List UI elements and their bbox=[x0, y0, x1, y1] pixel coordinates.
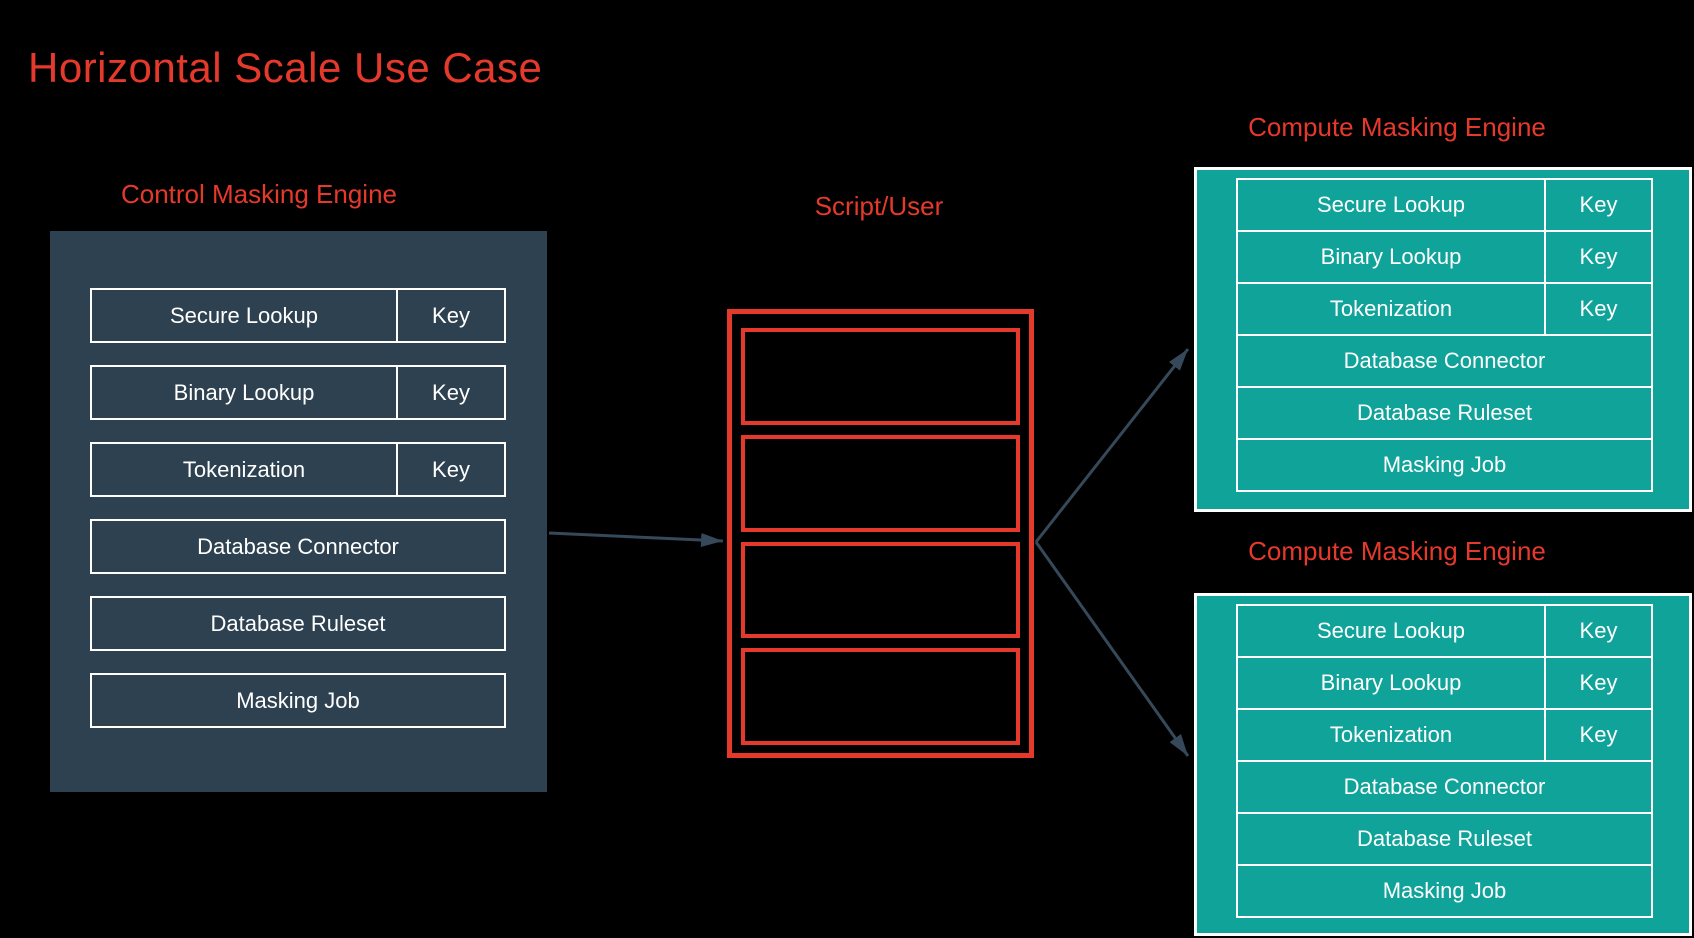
engine-row: Binary Lookup Key bbox=[1238, 658, 1651, 710]
arrow-script-to-compute-1 bbox=[1034, 348, 1190, 543]
row-name: Tokenization bbox=[1329, 722, 1453, 747]
row-name: Secure Lookup bbox=[170, 302, 318, 328]
row-name: Tokenization bbox=[182, 456, 306, 482]
row-name: Database Connector bbox=[1343, 348, 1546, 373]
engine-row: Database Connector bbox=[1238, 336, 1651, 388]
engine-row: Masking Job bbox=[1238, 866, 1651, 916]
row-name: Database Ruleset bbox=[1357, 400, 1532, 425]
control-engine-rows: Secure Lookup Key Binary Lookup Key Toke… bbox=[90, 288, 506, 750]
script-slot bbox=[741, 434, 1020, 532]
engine-row: Secure Lookup Key bbox=[1238, 180, 1651, 232]
engine-row: Database Ruleset bbox=[1238, 814, 1651, 866]
page-title: Horizontal Scale Use Case bbox=[28, 44, 543, 91]
arrow-script-to-compute-2 bbox=[1034, 541, 1190, 757]
control-engine-label: Control Masking Engine bbox=[120, 179, 398, 209]
script-slot bbox=[741, 648, 1020, 745]
engine-row: Tokenization Key bbox=[1238, 710, 1651, 762]
row-name: Database Ruleset bbox=[1357, 826, 1532, 851]
script-slot bbox=[741, 328, 1020, 425]
engine-row: Binary Lookup Key bbox=[1238, 232, 1651, 284]
engine-row: Binary Lookup Key bbox=[90, 365, 506, 420]
engine-row: Masking Job bbox=[1238, 440, 1651, 490]
engine-row: Tokenization Key bbox=[90, 442, 506, 497]
row-name: Masking Job bbox=[236, 687, 360, 713]
row-name: Secure Lookup bbox=[1317, 192, 1465, 217]
script-user-label: Script/User bbox=[814, 191, 944, 221]
row-name: Database Connector bbox=[1343, 774, 1546, 799]
compute-engine-1-rows: Secure Lookup Key Binary Lookup Key Toke… bbox=[1236, 178, 1653, 492]
row-key: Key bbox=[396, 444, 504, 495]
engine-row: Database Connector bbox=[1238, 762, 1651, 814]
row-key: Key bbox=[1544, 180, 1651, 230]
row-name: Secure Lookup bbox=[1317, 618, 1465, 643]
row-name: Masking Job bbox=[1382, 878, 1507, 903]
row-name: Binary Lookup bbox=[1320, 244, 1462, 269]
script-user-box bbox=[727, 309, 1034, 758]
row-key: Key bbox=[1544, 710, 1651, 760]
engine-row: Database Ruleset bbox=[1238, 388, 1651, 440]
row-name: Masking Job bbox=[1382, 452, 1507, 477]
compute-engine-2-rows: Secure Lookup Key Binary Lookup Key Toke… bbox=[1236, 604, 1653, 918]
arrow-control-to-script bbox=[548, 531, 724, 547]
compute-engine-2-box: Secure Lookup Key Binary Lookup Key Toke… bbox=[1194, 593, 1692, 936]
row-name: Binary Lookup bbox=[1320, 670, 1462, 695]
row-key: Key bbox=[396, 290, 504, 341]
row-key: Key bbox=[1544, 606, 1651, 656]
engine-row: Tokenization Key bbox=[1238, 284, 1651, 336]
compute-engine-1-label: Compute Masking Engine bbox=[1248, 112, 1546, 142]
engine-row: Secure Lookup Key bbox=[90, 288, 506, 343]
row-name: Tokenization bbox=[1329, 296, 1453, 321]
row-name: Binary Lookup bbox=[173, 379, 315, 405]
engine-row: Database Connector bbox=[90, 519, 506, 574]
compute-engine-1-box: Secure Lookup Key Binary Lookup Key Toke… bbox=[1194, 167, 1692, 512]
row-key: Key bbox=[1544, 658, 1651, 708]
engine-row: Database Ruleset bbox=[90, 596, 506, 651]
compute-engine-2-label: Compute Masking Engine bbox=[1248, 536, 1546, 566]
engine-row: Masking Job bbox=[90, 673, 506, 728]
row-key: Key bbox=[1544, 284, 1651, 334]
row-key: Key bbox=[396, 367, 504, 418]
row-key: Key bbox=[1544, 232, 1651, 282]
row-name: Database Ruleset bbox=[210, 610, 386, 636]
script-slot bbox=[741, 541, 1020, 639]
engine-row: Secure Lookup Key bbox=[1238, 606, 1651, 658]
control-engine-box: Secure Lookup Key Binary Lookup Key Toke… bbox=[50, 231, 547, 792]
row-name: Database Connector bbox=[197, 533, 399, 559]
